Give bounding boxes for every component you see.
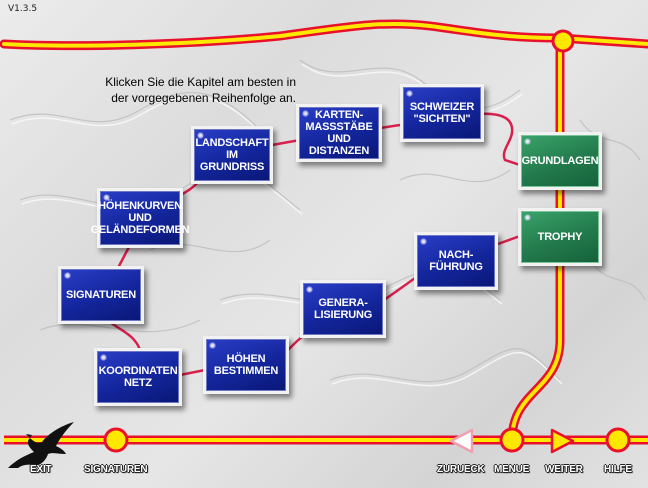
- chapter-grundlagen-button[interactable]: GRUNDLAGEN: [518, 132, 602, 190]
- chapter-signaturen-button[interactable]: SIGNATUREN: [58, 266, 144, 324]
- sparkle-icon: [406, 90, 413, 97]
- instructions-line-2: der vorgegebenen Reihenfolge an.: [111, 91, 296, 105]
- chapter-hoehen-bestimmen-button[interactable]: HÖHEN BESTIMMEN: [203, 336, 289, 394]
- eagle-exit-icon[interactable]: [4, 416, 78, 472]
- menu-button[interactable]: MENUE: [494, 464, 530, 475]
- help-button[interactable]: HILFE: [604, 464, 632, 475]
- current-chapter-label: SIGNATUREN: [84, 464, 148, 475]
- sparkle-icon: [524, 214, 531, 221]
- sparkle-icon: [524, 138, 531, 145]
- chapter-hoehenkurven-button[interactable]: HÖHENKURVEN UND GELÄNDEFORMEN: [91, 188, 190, 248]
- sparkle-icon: [302, 110, 309, 117]
- chapter-label: HÖHENKURVEN UND GELÄNDEFORMEN: [90, 200, 190, 236]
- chapter-label: LANDSCHAFT IM GRUNDRISS: [195, 137, 269, 173]
- chapter-label: SCHWEIZER "SICHTEN": [409, 101, 475, 125]
- exit-button[interactable]: EXIT: [30, 464, 52, 475]
- sparkle-icon: [306, 286, 313, 293]
- chapter-label: GRUNDLAGEN: [521, 155, 599, 167]
- sparkle-icon: [100, 354, 107, 361]
- back-button[interactable]: ZURUECK: [437, 464, 485, 475]
- sparkle-icon: [420, 238, 427, 245]
- chapter-label: KOORDINATEN NETZ: [98, 365, 178, 389]
- help-circle-icon[interactable]: [606, 428, 630, 452]
- menu-circle-icon[interactable]: [500, 428, 524, 452]
- version-label: V1.3.5: [8, 4, 38, 14]
- chapter-label: HÖHEN BESTIMMEN: [213, 353, 279, 377]
- chapter-landschaft-button[interactable]: LANDSCHAFT IM GRUNDRISS: [191, 126, 273, 184]
- forward-arrow-icon[interactable]: [550, 428, 576, 454]
- chapter-label: SIGNATUREN: [66, 289, 136, 301]
- chapter-label: GENERA- LISIERUNG: [313, 297, 373, 321]
- chapter-nachfuehrung-button[interactable]: NACH- FÜHRUNG: [414, 232, 498, 290]
- chapter-generalisierung-button[interactable]: GENERA- LISIERUNG: [300, 280, 386, 338]
- instructions-line-1: Klicken Sie die Kapitel am besten in: [105, 75, 296, 89]
- chapter-label: TROPHY: [537, 231, 583, 243]
- chapter-schweizer-sichten-button[interactable]: SCHWEIZER "SICHTEN": [400, 84, 484, 142]
- sparkle-icon: [197, 132, 204, 139]
- next-button[interactable]: WEITER: [545, 464, 583, 475]
- sparkle-icon: [64, 272, 71, 279]
- chapter-label: KARTEN- MASSSTÄBE UND DISTANZEN: [305, 109, 373, 157]
- sparkle-icon: [103, 194, 110, 201]
- sparkle-icon: [209, 342, 216, 349]
- instructions-text: Klicken Sie die Kapitel am besten in der…: [46, 74, 296, 106]
- chapter-koordinaten-netz-button[interactable]: KOORDINATEN NETZ: [94, 348, 182, 406]
- chapter-kartenmassstaebe-button[interactable]: KARTEN- MASSSTÄBE UND DISTANZEN: [296, 104, 382, 162]
- back-arrow-icon[interactable]: [448, 428, 474, 454]
- chapter-trophy-button[interactable]: TROPHY: [518, 208, 602, 266]
- chapter-label: NACH- FÜHRUNG: [429, 249, 483, 273]
